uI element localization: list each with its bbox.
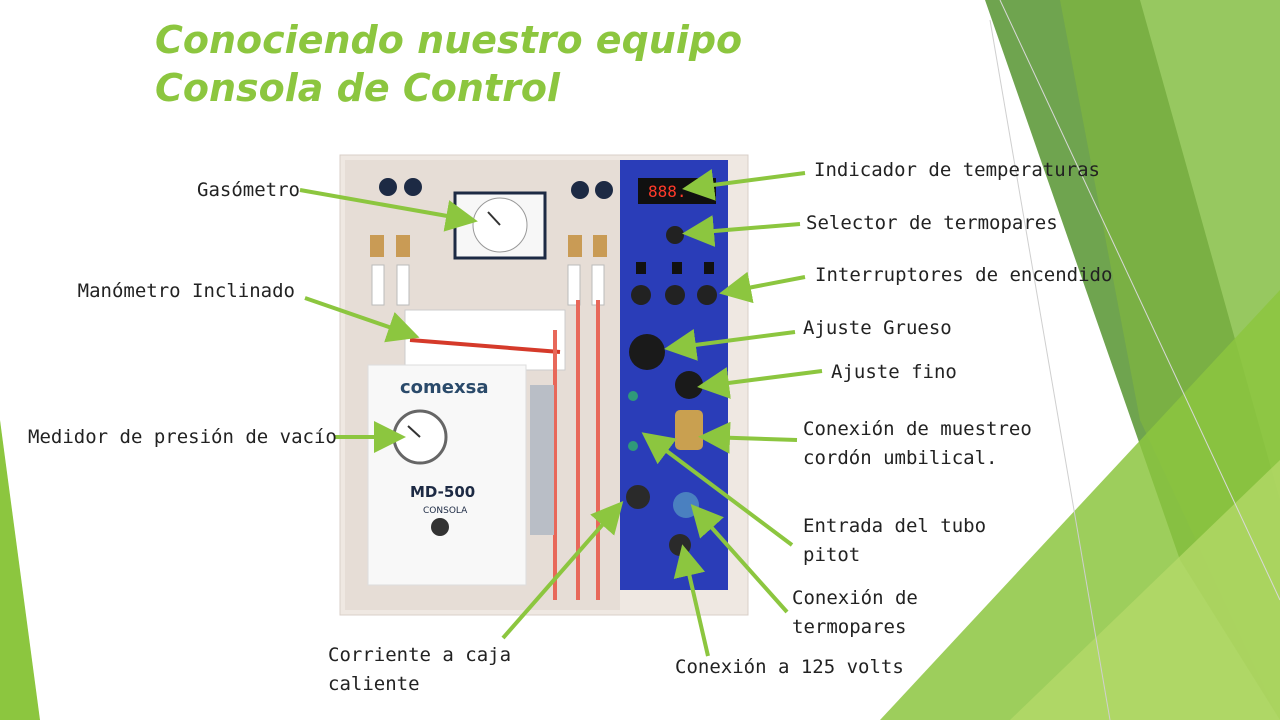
fine-knob bbox=[675, 371, 703, 399]
power-connector bbox=[669, 534, 691, 556]
label-selector-termopares: Selector de termopares bbox=[806, 212, 1058, 234]
label-ajuste-fino: Ajuste fino bbox=[831, 361, 957, 383]
label-corriente-caja-line1: Corriente a caja bbox=[328, 644, 512, 666]
label-ajuste-grueso: Ajuste Grueso bbox=[803, 317, 952, 339]
slide-title: Conociendo nuestro equipo Consola de Con… bbox=[155, 16, 742, 112]
title-line-1: Conociendo nuestro equipo bbox=[155, 18, 743, 62]
vacuum-gauge bbox=[392, 409, 448, 465]
coarse-knob bbox=[629, 334, 665, 370]
blue-control-panel: 888. bbox=[620, 160, 728, 590]
label-entrada-pitot: Entrada del tubo pitot bbox=[803, 512, 986, 570]
label-entrada-pitot-line1: Entrada del tubo bbox=[803, 515, 987, 537]
gas-meter bbox=[453, 191, 547, 260]
label-interruptores: Interruptores de encendido bbox=[815, 264, 1113, 286]
left-bottom-wedge bbox=[0, 420, 40, 720]
label-conexion-muestreo-line2: cordón umbilical. bbox=[803, 447, 998, 469]
label-conexion-termopares: Conexión de termopares bbox=[792, 584, 918, 642]
label-gasometro: Gasómetro bbox=[197, 179, 300, 201]
umbilical-connector bbox=[675, 410, 703, 450]
front-white-panel bbox=[367, 364, 527, 586]
model-label: MD-500 bbox=[410, 483, 475, 501]
label-manometro-inclinado: Manómetro Inclinado bbox=[77, 280, 295, 302]
label-corriente-caja-line2: caliente bbox=[328, 673, 420, 695]
label-conexion-125-volts: Conexión a 125 volts bbox=[675, 656, 904, 678]
right-lower-wedge-light bbox=[1010, 460, 1280, 720]
brand-logo: comexsa bbox=[400, 377, 488, 398]
label-corriente-caja: Corriente a caja caliente bbox=[328, 641, 511, 699]
label-entrada-pitot-line2: pitot bbox=[803, 544, 861, 566]
label-medidor-presion: Medidor de presión de vacío bbox=[28, 426, 337, 448]
label-conexion-muestreo: Conexión de muestreo cordón umbilical. bbox=[803, 415, 1032, 473]
model-sublabel: CONSOLA bbox=[423, 506, 468, 516]
label-conexion-termopares-line2: termopares bbox=[792, 616, 907, 638]
label-indicador-temperaturas: Indicador de temperaturas bbox=[814, 159, 1100, 181]
title-line-2: Consola de Control bbox=[155, 66, 560, 110]
label-conexion-muestreo-line1: Conexión de muestreo bbox=[803, 418, 1032, 440]
thermocouple-selector-knob bbox=[666, 226, 684, 244]
label-conexion-termopares-line1: Conexión de bbox=[792, 587, 918, 609]
thermocouple-connector bbox=[673, 492, 699, 518]
svg-text:888.: 888. bbox=[648, 182, 687, 201]
